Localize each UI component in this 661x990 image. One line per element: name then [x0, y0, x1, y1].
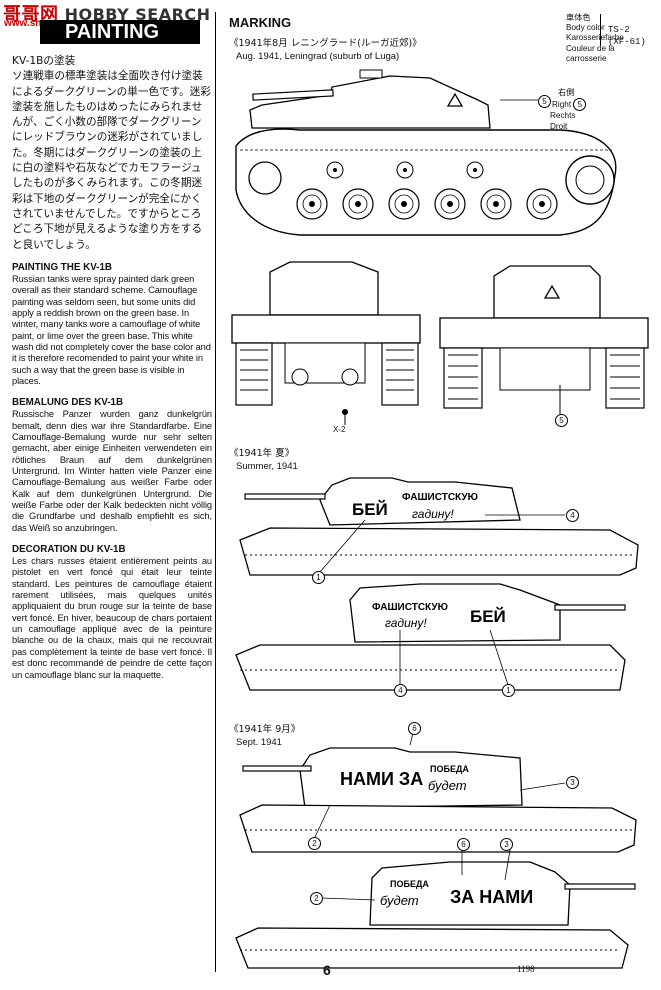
- en-text: Russian tanks were spray painted dark gr…: [12, 273, 211, 386]
- watermark-logo: 哥哥网 HOBBY SEARCH: [3, 0, 211, 26]
- caption-aug-1941-en: Aug. 1941, Leningrad (suburb of Luga): [236, 51, 400, 62]
- caption-summer-jp: 《1941年 夏》: [229, 448, 295, 459]
- caption-sept-jp: 《1941年 9月》: [229, 724, 301, 735]
- slogan-za-nami: ЗА НАМИ: [450, 887, 533, 907]
- side-key: 右側 Right 5 Rechts Droit: [550, 87, 587, 132]
- page-number: 6: [323, 962, 331, 978]
- callout-1-a: 1: [312, 571, 325, 584]
- jp-heading: KV-1Bの塗装: [12, 55, 76, 67]
- color-key-fr2: carrosserie: [566, 54, 607, 64]
- section-band: [40, 20, 200, 44]
- tank-sept-right: [235, 861, 636, 969]
- jp-text: ソ連戦車の標準塗装は全面吹き付け塗装によるダークグリーンの単一色です。迷彩塗装を…: [12, 70, 211, 251]
- de-heading: BEMALUNG DES KV-1B: [12, 397, 124, 409]
- caption-aug-1941-jp: 《1941年8月 レニングラード(ルーガ近郊)》: [229, 38, 422, 49]
- de-text: Russische Panzer wurden ganz dunkelgrün …: [12, 409, 212, 533]
- slogan-bey-2: БЕЙ: [470, 607, 506, 626]
- paint-code: TS-2 (XF-61): [608, 24, 646, 48]
- callout-6-a: 6: [408, 722, 421, 735]
- marking-title: MARKING: [229, 15, 292, 30]
- tank-sept-left: [239, 747, 637, 853]
- tank-summer-right: [235, 583, 626, 691]
- color-key-jp: 車体色: [566, 12, 591, 22]
- callout-4-a: 4: [566, 509, 579, 522]
- slogan-pobeda-1: ПОБЕДА: [430, 764, 469, 774]
- side-key-fr: Droit: [550, 121, 568, 131]
- tank-side-view-aug: [235, 69, 617, 236]
- side-key-en: Right: [552, 99, 572, 109]
- slogan-pobeda-2: ПОБЕДА: [390, 879, 429, 889]
- caption-sept-en: Sept. 1941: [236, 737, 282, 748]
- slogan-gadinu-1: гадину!: [412, 507, 454, 521]
- callout-5-top: 5: [538, 95, 551, 108]
- slogan-bey-1: БЕЙ: [352, 500, 388, 519]
- callout-3-a: 3: [566, 776, 579, 789]
- en-heading: PAINTING THE KV-1B: [12, 261, 112, 273]
- color-key-en: Body color: [566, 22, 605, 32]
- color-key-de: Karosseriefarbe: [566, 33, 624, 43]
- section-title: PAINTING: [65, 21, 160, 43]
- slogan-fasc-1: ФАШИСТСКУЮ: [402, 492, 478, 503]
- tank-summer-left: [239, 477, 639, 576]
- callout-4-b: 4: [394, 684, 407, 697]
- callout-x2: X-2: [333, 425, 346, 434]
- slogan-gadinu-2: гадину!: [385, 616, 427, 630]
- slogan-budet-1: будет: [428, 778, 467, 793]
- callout-3-b: 3: [500, 838, 513, 851]
- fr-heading: DECORATION DU KV-1B: [12, 544, 126, 556]
- side-key-de: Rechts: [550, 110, 576, 120]
- fr-text: Les chars russes étaient entièrement pei…: [12, 556, 212, 680]
- callout-2-a: 2: [308, 837, 321, 850]
- paint-code-ts2: TS-2: [608, 25, 630, 35]
- tank-front-view: [231, 261, 421, 425]
- catalog-code: 1198: [517, 964, 535, 974]
- callout-leaders: [314, 99, 566, 901]
- callout-2-b: 2: [310, 892, 323, 905]
- watermark-en: HOBBY SEARCH: [64, 5, 211, 24]
- callout-5-rear: 5: [555, 414, 568, 427]
- instruction-text-column: KV-1Bの塗装 ソ連戦車の標準塗装は全面吹き付け塗装によるダークグリーンの単一…: [12, 54, 212, 691]
- watermark-cn: 哥哥网: [3, 4, 59, 25]
- column-divider: [215, 12, 216, 972]
- tank-rear-view: [439, 265, 649, 415]
- callout-5-side: 5: [573, 97, 587, 111]
- body-color-key: 車体色 Body color Karosseriefarbe Couleur d…: [566, 12, 624, 65]
- callout-6-b: 6: [457, 838, 470, 851]
- key-brace: [600, 14, 601, 46]
- slogan-budet-2: будет: [380, 893, 419, 908]
- callout-1-b: 1: [502, 684, 515, 697]
- color-key-fr1: Couleur de la: [566, 43, 615, 53]
- slogan-nami-za: НАМИ ЗА: [340, 769, 423, 789]
- paint-code-xf61: (XF-61): [608, 37, 646, 47]
- side-key-jp: 右側: [558, 87, 575, 97]
- slogan-fasc-2: ФАШИСТСКУЮ: [372, 602, 448, 613]
- caption-summer-en: Summer, 1941: [236, 461, 298, 472]
